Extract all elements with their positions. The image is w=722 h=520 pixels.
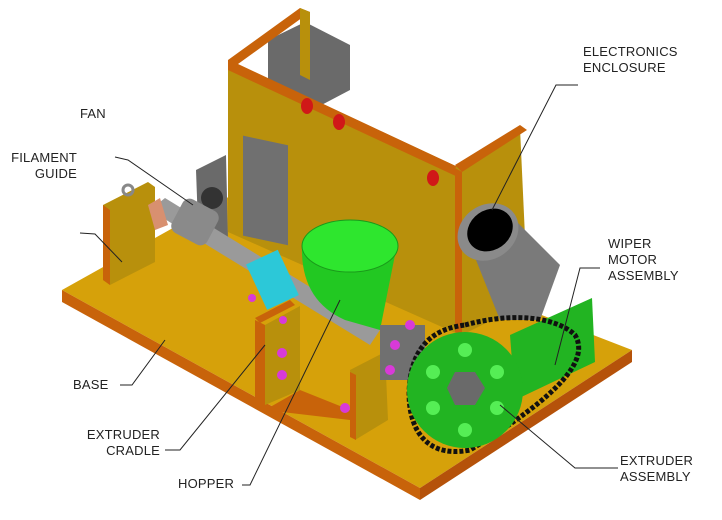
label-line: ENCLOSURE <box>583 60 666 75</box>
label-hopper: HOPPER <box>178 476 235 491</box>
label-line: ELECTRONICS <box>583 44 678 59</box>
label-line: EXTRUDER <box>86 427 160 442</box>
label-electronics-enclosure: ELECTRONICS ENCLOSURE <box>583 44 678 76</box>
label-extruder-assembly: EXTRUDER ASSEMBLY <box>620 453 693 485</box>
back-panel <box>228 8 460 335</box>
label-fan: FAN <box>80 106 106 121</box>
label-line: MOTOR <box>608 252 658 267</box>
label-line: CRADLE <box>106 443 160 458</box>
red-fasteners <box>301 98 439 186</box>
label-line: GUIDE <box>34 166 77 181</box>
label-line: FILAMENT <box>11 150 77 165</box>
label-line: EXTRUDER <box>620 453 694 468</box>
label-filament-guide: FILAMENT GUIDE <box>5 150 77 182</box>
wiper-motor <box>457 203 560 320</box>
motor-mount-plate <box>510 298 595 400</box>
filament-guide-post <box>103 182 155 285</box>
label-line: ASSEMBLY <box>620 469 691 484</box>
label-line: ASSEMBLY <box>608 268 679 283</box>
label-base: BASE <box>73 377 109 392</box>
label-line: WIPER <box>608 236 652 251</box>
label-extruder-cradle: EXTRUDER CRADLE <box>80 427 160 459</box>
extruder-barrel <box>148 198 380 345</box>
label-wiper-motor-assembly: WIPER MOTOR ASSEMBLY <box>608 236 679 284</box>
leader-lines <box>79 84 618 486</box>
sprocket-chain <box>406 315 582 454</box>
hopper <box>301 219 399 330</box>
